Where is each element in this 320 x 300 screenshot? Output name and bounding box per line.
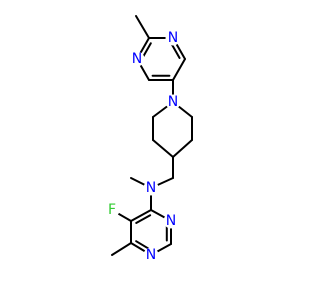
atom-label-background: [129, 51, 145, 67]
bond-methyl-top: [135, 15, 150, 39]
atom-label-background: [104, 202, 120, 218]
bond-ring2-double: [135, 240, 152, 251]
nitrogen-atom-label: N: [132, 51, 142, 67]
bond-ring1: [172, 58, 186, 81]
bond-ring2: [130, 209, 152, 222]
structure-canvas: N N N N N N F: [104, 15, 193, 263]
bond-ring1-double: [170, 42, 181, 59]
molecule-structure: N N N N N N F: [104, 15, 193, 263]
fluorine-atom-label: F: [108, 202, 116, 218]
atom-label-background: [165, 94, 181, 110]
bond-piperidine: [172, 139, 193, 158]
nitrogen-atom-label: N: [168, 30, 178, 46]
nitrogen-atom-label: N: [146, 180, 156, 196]
nitrogen-atom-label: N: [146, 247, 156, 263]
bond-piperidine: [152, 139, 174, 158]
atom-label-background: [165, 30, 181, 46]
atom-label-background: [163, 213, 179, 229]
bond-ring1-double: [141, 42, 152, 59]
atom-label-background: [143, 247, 159, 263]
nitrogen-atom-label: N: [168, 94, 178, 110]
bond-ring2-double: [135, 214, 152, 224]
bond-methyl-bottom: [111, 242, 132, 256]
nitrogen-atom-label: N: [166, 213, 176, 229]
atom-label-background: [143, 180, 159, 196]
